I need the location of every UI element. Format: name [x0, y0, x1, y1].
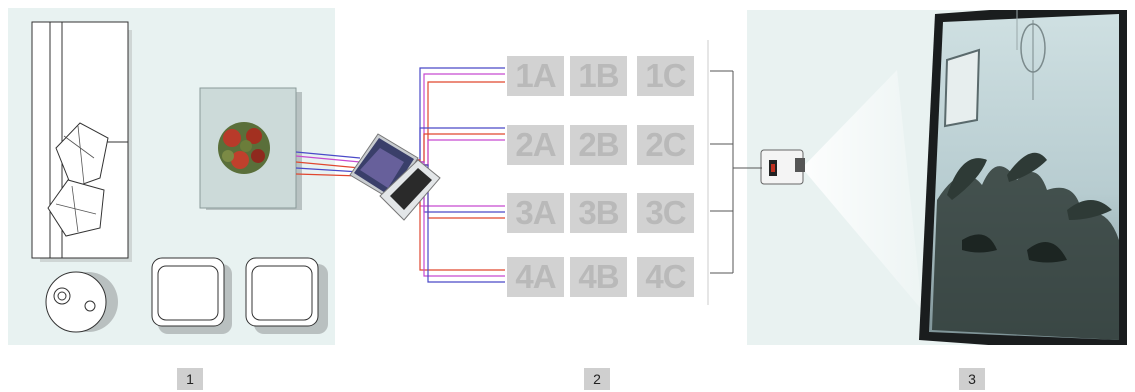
grid-cell: 1B: [570, 56, 627, 96]
grid-cell: 2B: [570, 125, 627, 165]
grid-cell: 2C: [637, 125, 694, 165]
grid-cell: 3C: [637, 193, 694, 233]
grid-to-projector-wires: [710, 71, 762, 273]
grid-cell: 3A: [507, 193, 564, 233]
laptop-icon: [350, 134, 440, 220]
grid-cell: 1A: [507, 56, 564, 96]
grid-cell: 4B: [570, 257, 627, 297]
section-label-3: 3: [959, 368, 985, 390]
section-label-1: 1: [177, 368, 203, 390]
grid-cell: 2A: [507, 125, 564, 165]
grid-cell: 4A: [507, 257, 564, 297]
grid-cell: 1C: [637, 56, 694, 96]
section-label-2: 2: [584, 368, 610, 390]
grid-cell: 4C: [637, 257, 694, 297]
grid-cell: 3B: [570, 193, 627, 233]
table-to-laptop-wires: [296, 152, 360, 176]
